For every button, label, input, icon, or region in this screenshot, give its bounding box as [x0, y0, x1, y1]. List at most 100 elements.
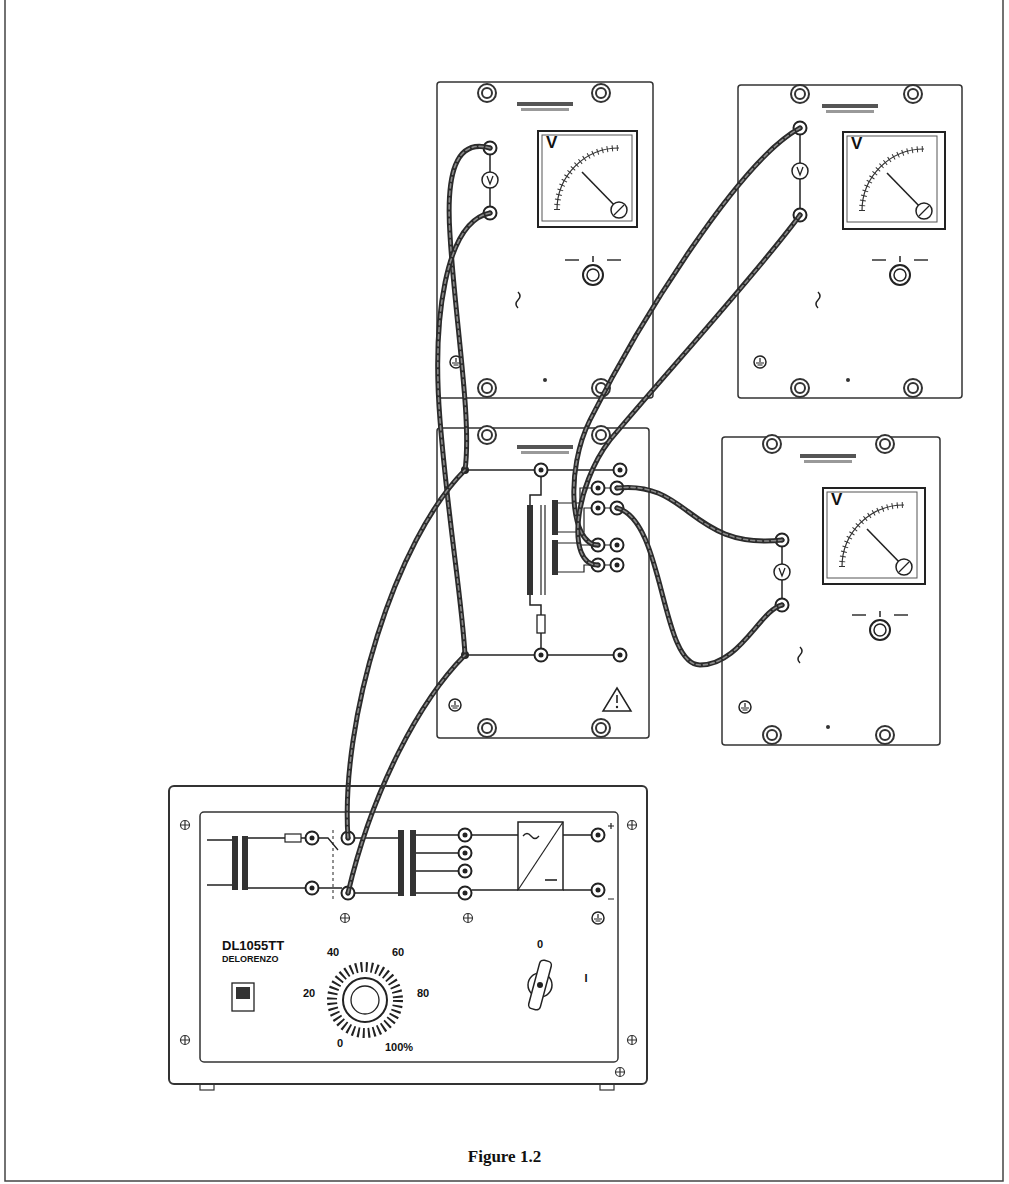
- test-lead: [348, 655, 465, 893]
- power-supply-panel: [459, 847, 472, 860]
- power-supply-panel: [523, 834, 539, 839]
- transformer-panel: [437, 428, 649, 738]
- scale-number: 60: [392, 947, 404, 958]
- transformer-panel: [616, 706, 618, 708]
- voltmeter-panel: [738, 85, 962, 398]
- power-supply-panel: [416, 835, 458, 893]
- voltmeter-panel: [478, 379, 496, 397]
- power-supply-panel: [459, 865, 472, 878]
- meter-window: V: [822, 487, 926, 585]
- power-supply-panel: [343, 978, 387, 1022]
- figure-caption: Figure 1.2: [468, 1148, 541, 1167]
- voltmeter-panel: [876, 726, 894, 744]
- transformer-panel: [478, 719, 496, 737]
- figure-frame: [5, 0, 1003, 1181]
- voltmeter-panel: [792, 163, 808, 179]
- power-supply-panel: [563, 835, 592, 890]
- voltmeter-panel: [722, 435, 940, 745]
- transformer-panel: [449, 699, 461, 711]
- power-supply-panel: [242, 836, 248, 890]
- transformer-panel: [604, 488, 611, 565]
- power-supply-panel: [608, 823, 614, 899]
- switch-position: 0: [537, 939, 543, 950]
- voltmeter-panel: [542, 135, 632, 221]
- power-supply-panel: [616, 1068, 625, 1077]
- transformer-panel: [592, 719, 610, 737]
- scale-number: 100%: [385, 1042, 413, 1053]
- voltmeter-panel: [754, 356, 766, 368]
- power-supply-panel: [464, 914, 473, 923]
- scale-number: 0: [337, 1038, 343, 1049]
- switch-position: I: [584, 973, 587, 984]
- test-lead: [347, 128, 800, 893]
- voltmeter-panel: [763, 435, 781, 453]
- test-lead: [347, 470, 465, 838]
- test-lead: [578, 215, 800, 565]
- meter-window: V: [537, 130, 638, 228]
- power-supply-panel: [592, 912, 604, 924]
- power-supply-panel: [181, 821, 190, 830]
- brand-name: DELORENZO: [222, 955, 279, 964]
- power-supply-panel: [318, 838, 342, 888]
- transformer-panel: [611, 539, 624, 552]
- test-lead: [449, 146, 490, 470]
- voltmeter-panel: [822, 104, 878, 113]
- power-supply-panel: [518, 822, 563, 890]
- power-supply-panel: [472, 835, 519, 890]
- voltmeter-panel: [847, 136, 937, 222]
- voltmeter-panel: [816, 292, 820, 308]
- power-supply-panel: [545, 879, 557, 881]
- transformer-panel: [592, 502, 605, 515]
- voltmeter-panel: [904, 379, 922, 397]
- voltmeter-panel: [517, 102, 573, 111]
- power-supply-panel: [398, 830, 404, 896]
- voltmeter-panel: [774, 564, 790, 580]
- meter-symbol: V: [851, 135, 862, 152]
- transformer-panel: [611, 559, 624, 572]
- figure-caption: Figure 1.2: [0, 1148, 1009, 1167]
- power-supply-panel: [459, 887, 472, 900]
- scale-number: 80: [417, 988, 429, 999]
- test-lead: [347, 470, 465, 838]
- power-supply-panel: [592, 884, 605, 897]
- voltmeter-panel: [826, 725, 830, 729]
- voltmeter-panel: [852, 611, 908, 640]
- voltmeter-panel: [791, 85, 809, 103]
- scale-number: 40: [327, 947, 339, 958]
- voltmeter-panel: [791, 379, 809, 397]
- power-supply-panel: [181, 812, 637, 1090]
- power-supply-panel: [236, 987, 250, 999]
- power-supply-panel: [232, 983, 254, 1011]
- meter-symbol: V: [546, 134, 557, 151]
- voltmeter-panel: [565, 256, 621, 285]
- transformer-panel: [535, 649, 548, 662]
- voltmeter-panel: [827, 492, 917, 578]
- test-lead: [438, 213, 490, 655]
- power-supply-panel: [592, 829, 605, 842]
- voltmeter-panel: [763, 726, 781, 744]
- power-supply-panel: [332, 967, 398, 1033]
- meter-window: V: [842, 131, 946, 230]
- figure-frame: [5, 0, 1003, 1181]
- transformer-panel: [544, 505, 545, 595]
- meter-symbol: V: [831, 491, 842, 508]
- power-supply-panel: [537, 982, 543, 988]
- scale-number: 0: [337, 1038, 343, 1049]
- test-lead: [574, 128, 800, 545]
- power-supply-panel: [285, 834, 301, 842]
- test-lead: [617, 508, 782, 665]
- voltmeter-panel: [872, 256, 928, 285]
- voltmeter-panel: [543, 378, 547, 382]
- transformer-panel: [535, 464, 548, 477]
- power-supply-panel: [628, 1036, 637, 1045]
- voltmeter-panel: [738, 85, 962, 398]
- power-supply-panel: [518, 822, 563, 890]
- power-supply-panel: [628, 821, 637, 830]
- power-supply-panel: [410, 830, 416, 896]
- scale-number: 100%: [385, 1042, 413, 1053]
- power-supply-housing: DL1055TTDELORENZO: [168, 785, 648, 1085]
- transformer-panel: [552, 500, 558, 535]
